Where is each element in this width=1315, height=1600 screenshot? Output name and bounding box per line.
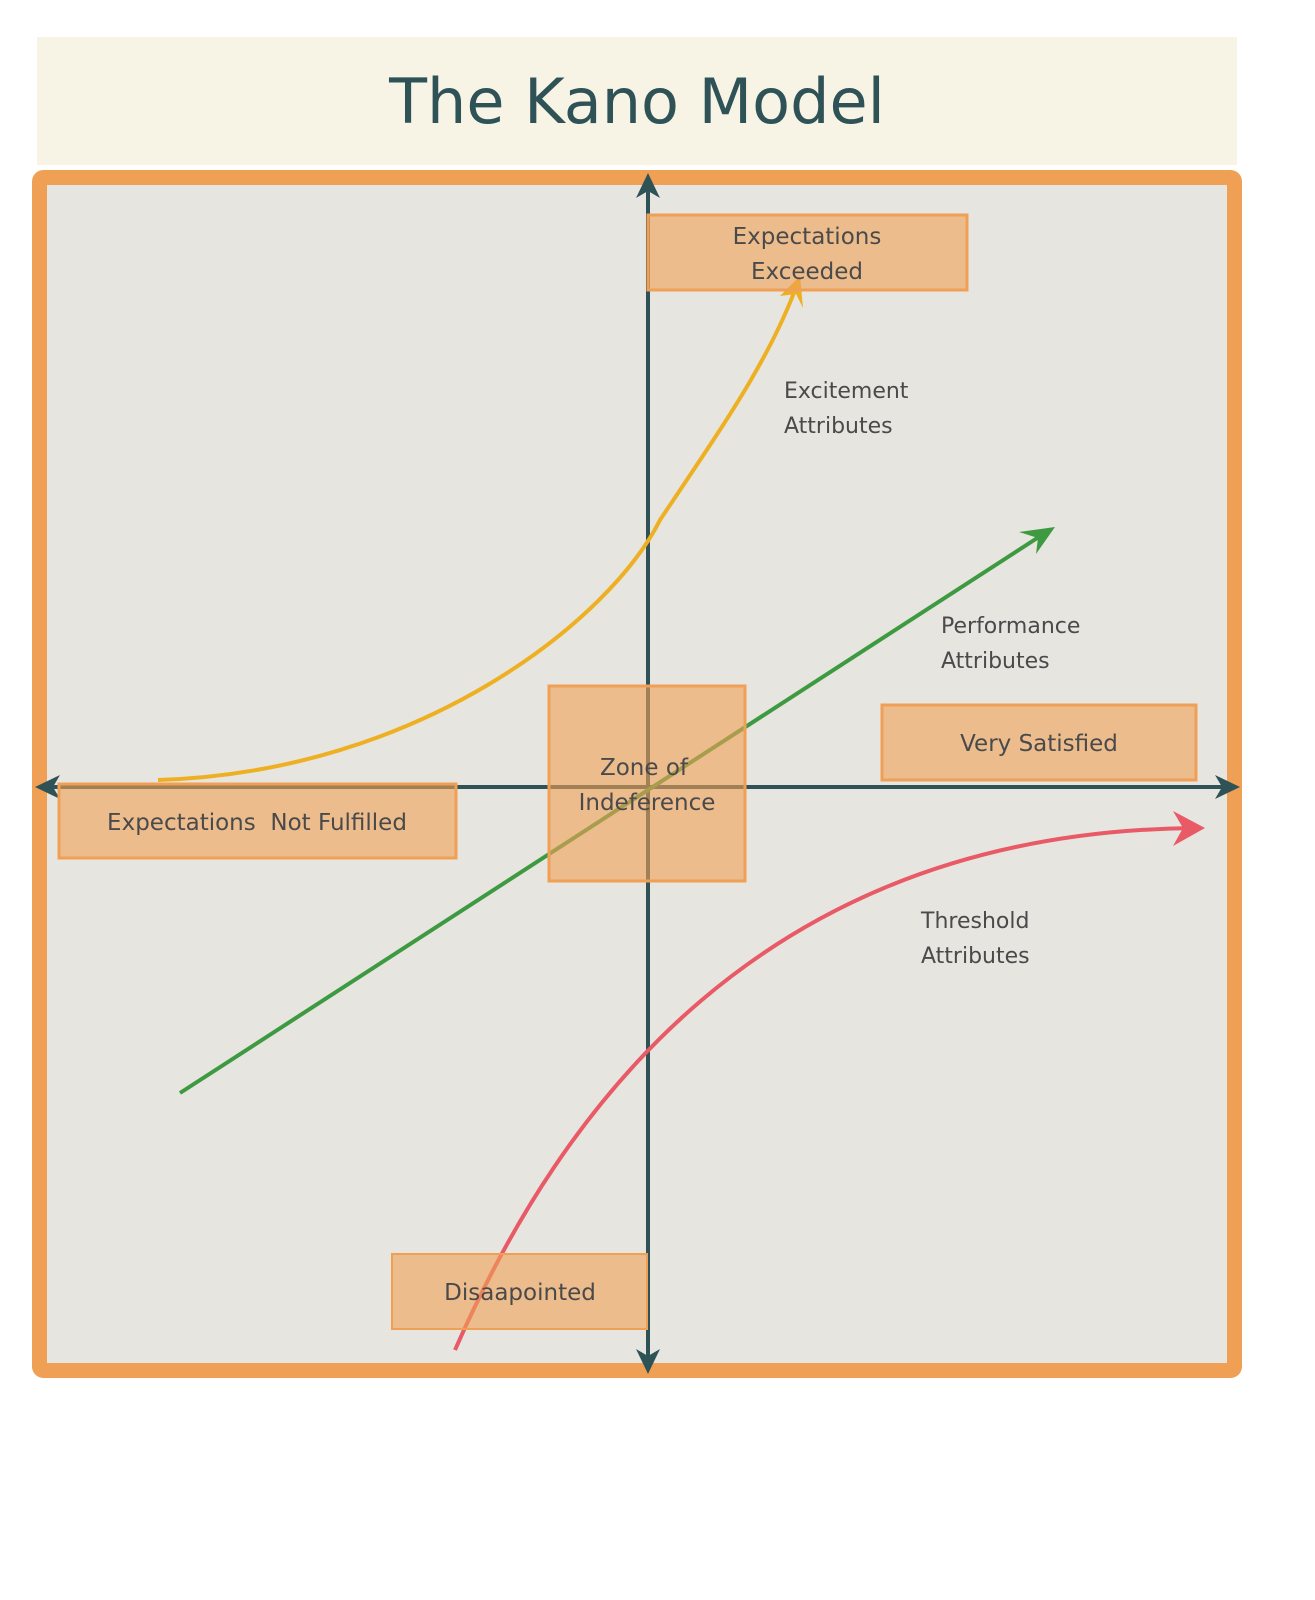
box-very-satisfied-label: Very Satisfied: [960, 731, 1118, 757]
threshold-curve: [453, 826, 1196, 1351]
performance-label-line1: Performance: [941, 614, 1080, 639]
axis-arrow-right-icon: [1215, 775, 1240, 799]
threshold-arrowhead-icon: [1173, 811, 1205, 846]
axis-arrow-left-icon: [35, 775, 60, 799]
zone-line2: Indeference: [579, 790, 716, 816]
threshold-label-line1: Threshold: [920, 909, 1029, 934]
zone-line1: Zone of: [600, 755, 689, 781]
box-disappointed-label: Disaapointed: [444, 1280, 596, 1306]
threshold-label-line2: Attributes: [921, 944, 1030, 969]
performance-arrowhead-icon: [1019, 527, 1055, 554]
page-title: The Kano Model: [389, 64, 885, 138]
excitement-label-line1: Excitement: [784, 379, 909, 404]
excitement-label-line2: Attributes: [784, 414, 893, 439]
box-expectations-exceeded: Expectations Exceeded: [646, 213, 969, 292]
box-very-satisfied: Very Satisfied: [880, 703, 1198, 782]
box-expectations-exceeded-line1: Expectations: [733, 224, 882, 250]
performance-label-line2: Attributes: [941, 649, 1050, 674]
box-expectations-exceeded-line2: Exceeded: [751, 259, 863, 285]
axis-arrow-up-icon: [636, 173, 660, 198]
excitement-curve: [157, 281, 800, 782]
box-not-fulfilled-label: Expectations Not Fulfilled: [107, 810, 407, 836]
box-disappointed: Disaapointed: [391, 1253, 648, 1330]
box-zone-of-indifference: Zone of Indeference: [547, 684, 747, 883]
box-not-fulfilled: Expectations Not Fulfilled: [57, 782, 458, 860]
axis-arrow-down-icon: [636, 1349, 660, 1374]
title-banner: The Kano Model: [37, 37, 1237, 165]
